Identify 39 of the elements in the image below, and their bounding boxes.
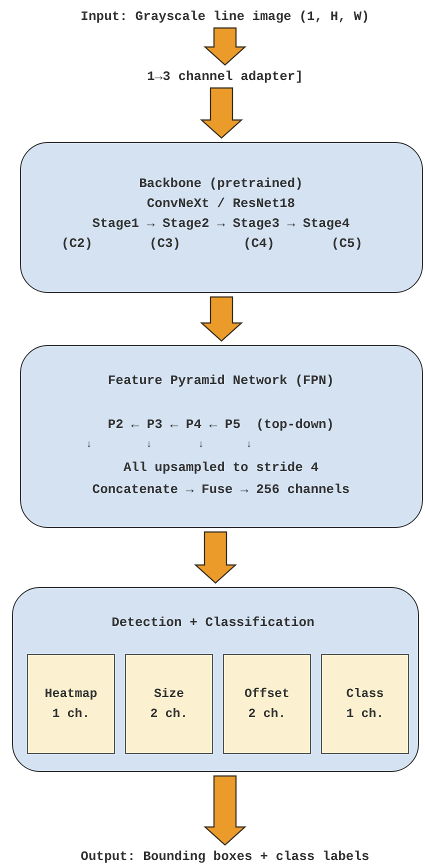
channel-count: 1 ch. [346, 707, 384, 721]
heading: Backbone (pretrained) [139, 176, 303, 191]
block-arrow [203, 27, 247, 66]
flow-text: Output: Bounding boxes + class labels [80, 849, 370, 864]
down-arrow-glyph: ↓ [146, 440, 152, 451]
output-head-box [321, 654, 409, 754]
heading: Feature Pyramid Network (FPN) [108, 373, 334, 388]
stage-label: (C5) [331, 236, 363, 251]
channel-count: 1 ch. [52, 707, 90, 721]
channel-count: 2 ch. [248, 707, 286, 721]
body-text: All upsampled to stride 4 [123, 460, 319, 475]
head-name: Offset [244, 687, 290, 701]
flow-text: Input: Grayscale line image (1, H, W) [80, 9, 370, 24]
output-head-box [125, 654, 213, 754]
stage-sequence: Stage1 → Stage2 → Stage3 → Stage4 [92, 216, 350, 231]
body-text: ConvNeXt / ResNet18 [146, 196, 296, 211]
stage-panel [20, 142, 423, 293]
block-arrow [203, 775, 247, 846]
stage-panel [20, 345, 423, 528]
heading: Detection + Classification [112, 615, 314, 630]
down-arrow-glyph: ↓ [246, 440, 252, 451]
body-text: Concatenate → Fuse → 256 channels [92, 482, 350, 497]
head-name: Class [346, 687, 384, 701]
stage-label: (C3) [149, 236, 181, 251]
stage-label: (C4) [243, 236, 275, 251]
output-head-box [223, 654, 311, 754]
head-name: Heatmap [44, 687, 98, 701]
stage-label: (C2) [61, 236, 93, 251]
block-arrow [200, 296, 244, 342]
block-arrow [194, 531, 238, 584]
down-arrow-glyph: ↓ [198, 440, 204, 451]
block-arrow [200, 87, 244, 139]
output-head-box [27, 654, 115, 754]
down-arrow-glyph: ↓ [86, 440, 92, 451]
flow-text: 1→3 channel adapter] [146, 69, 304, 84]
head-name: Size [154, 687, 184, 701]
pyramid-sequence: P2 ← P3 ← P4 ← P5 (top-down) [108, 417, 334, 432]
stage-panel [12, 587, 419, 772]
channel-count: 2 ch. [150, 707, 188, 721]
